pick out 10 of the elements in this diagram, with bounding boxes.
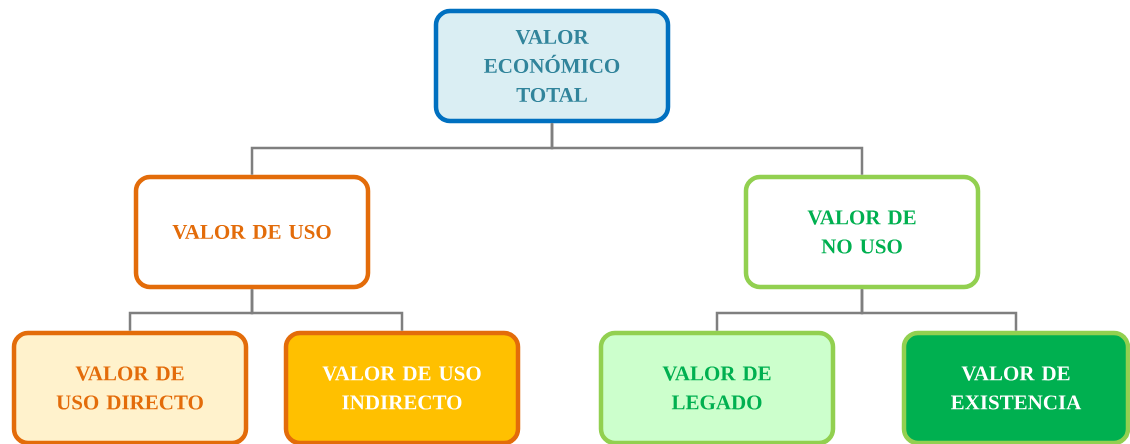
concept-box: VALOR DE EXISTENCIA [901,330,1130,444]
concept-box: VALOR DE USO DIRECTO [11,330,249,444]
concept-box: VALOR ECONÓMICO TOTAL [433,8,671,124]
concept-box: VALOR DE NO USO [743,174,981,290]
connector-line [860,289,1018,331]
concept-box: VALOR DE USO INDIRECTO [283,330,521,444]
concept-box: VALOR DE USO [133,174,371,290]
connector-line [250,289,404,331]
connector-line [550,123,864,175]
concept-box: VALOR DE LEGADO [598,330,836,444]
